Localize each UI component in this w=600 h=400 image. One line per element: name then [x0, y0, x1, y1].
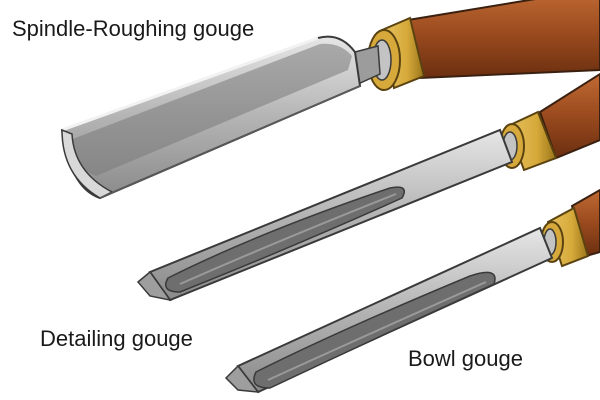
- label-detailing-gouge: Detailing gouge: [40, 326, 193, 351]
- detailing-gouge: [136, 72, 600, 302]
- spindle-roughing-ferrule: [367, 16, 426, 91]
- spindle-roughing-handle: [406, 0, 600, 80]
- label-spindle-roughing-gouge: Spindle-Roughing gouge: [12, 16, 255, 41]
- label-bowl-gouge: Bowl gouge: [408, 346, 523, 371]
- spindle-roughing-gouge: [60, 0, 600, 200]
- bowl-gouge: [224, 188, 600, 394]
